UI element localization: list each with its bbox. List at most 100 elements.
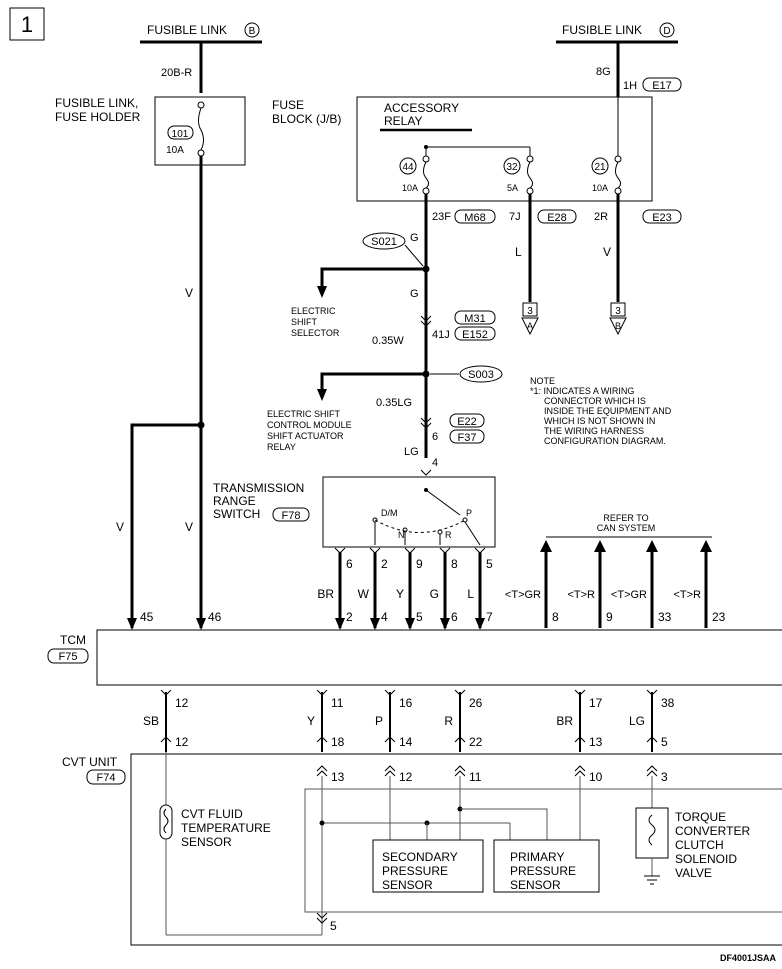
fuse-block-label-1: FUSE [272,98,304,112]
fuse-44-amp: 10A [402,183,418,193]
f75-badge [47,648,89,664]
connector-b-letter: B [615,321,621,331]
fuse-holder-label-1: FUSIBLE LINK, [55,96,138,110]
temp-sensor-label-1: CVT FLUID [181,807,243,821]
solenoid-label-3: CLUTCH [675,838,724,852]
fuse-block-label-2: BLOCK (J/B) [272,112,341,126]
cvt-color-2: Y [307,714,315,728]
connector-a-num-box [522,302,538,317]
trs-pin-top-3: 9 [416,557,423,571]
arrow-tcm-4 [370,618,380,630]
wire-l-label: L [515,245,522,259]
trs-pos-n: N [398,530,405,540]
cvt-pin-5: 13 [589,735,603,749]
wire-6-label: 6 [432,431,438,443]
connector-b-num-box [610,302,626,317]
wire-g-label-1: G [410,232,419,244]
fuse-44-term-bottom [422,187,430,195]
fusible-link-b-label: FUSIBLE LINK [147,23,227,37]
s003-text: S003 [468,369,494,381]
fuse-44-term-top [422,155,430,163]
can-label-1: REFER TO [603,513,648,523]
f78-text: F78 [282,510,301,522]
f37-badge [449,429,485,444]
can-pin-3: 33 [658,610,672,624]
tcm-pin-7: 7 [486,610,493,624]
note-line-1: *1: INDICATES A WIRING [530,386,634,396]
can-color-1: <T>GR [505,589,541,601]
relay-label-1: ACCESSORY [384,101,459,115]
trs-color-5: L [467,587,474,601]
secondary-label-1: SECONDARY [382,850,458,864]
can-pin-2: 9 [606,610,613,624]
wire-7j-label: 7J [509,211,521,223]
cvt-color-3: P [375,714,383,728]
fusible-link-b-letter: B [249,26,256,37]
e28-badge [537,209,577,224]
cvt-color-5: BR [556,714,573,728]
fuse-32-circle [503,157,521,175]
e23-text: E23 [652,212,672,224]
can-pin-4: 23 [712,610,726,624]
cvt-tcm-pin-5: 17 [589,696,603,710]
cvt-tcm-pin-2: 11 [331,696,344,710]
fuse-holder-label-2: FUSE HOLDER [55,110,141,124]
trs-box [322,476,496,548]
connector-b-num: 3 [615,306,621,317]
wire-2r-label: 2R [594,211,608,223]
cvt-color-1: SB [143,714,159,728]
tcm-pin-4: 4 [381,610,388,624]
tcm-label: TCM [60,633,86,647]
s021-leader [404,244,424,267]
fuse-101-element [198,107,204,151]
wire-v-branch [130,423,201,628]
primary-label-2: PRESSURE [510,864,576,878]
inner-connector-marks [316,765,658,777]
connector-e22-mark [420,417,432,429]
fuse-101-terminal-top [197,101,205,109]
relay-label-2: RELAY [384,114,422,128]
arrow-tcm-5 [405,618,415,630]
fuse-21-circle [591,157,609,175]
cvt-tcm-pin-6: 38 [661,696,675,710]
can-color-2: <T>R [567,589,595,601]
s021-text: S021 [371,236,397,248]
trs-pin-top-2: 2 [381,557,388,571]
cvt-bottom-pin: 5 [330,919,337,933]
cvt-inner-pin-5: 10 [589,770,603,784]
cvt-tcm-pin-1: 12 [175,696,189,710]
shift-selector-label-1: ELECTRIC [291,306,336,316]
solenoid-label-2: CONVERTER [675,824,750,838]
sensor-bus-dot-1 [319,820,325,826]
note-line-2: CONNECTOR WHICH IS [544,396,646,406]
cvt-inner-pin-4: 11 [469,770,482,784]
connector-a-num: 3 [527,306,533,317]
cvt-pin-3: 14 [399,735,413,749]
tcm-pin46: 46 [208,610,222,624]
arrow-pin46 [196,618,206,630]
solenoid-label-5: VALVE [675,866,712,880]
e22-text: E22 [457,416,477,428]
cvt-inner-pin-2: 13 [331,770,345,784]
wire-lg-label: LG [404,446,419,458]
fuse-44-element [423,161,429,189]
can-label-2: CAN SYSTEM [597,523,656,533]
fuse-101-num: 101 [172,129,189,140]
fuse-101-terminal-bottom [197,149,205,157]
cvt-harness [160,689,658,752]
can-color-3: <T>GR [611,589,647,601]
f74-badge [86,769,126,785]
shift-selector-label-3: SELECTOR [291,328,340,338]
trs-pos-dm: D/M [381,508,398,518]
can-arrow-2 [594,540,606,552]
e22-badge [449,413,485,428]
tcm-out-marks [160,689,658,696]
e23-badge [642,209,682,224]
trs-pin-top-4: 8 [451,557,458,571]
e17-text: E17 [652,80,672,92]
arrow-pin45 [127,618,137,630]
trs-color-3: Y [396,587,404,601]
m68-text: M68 [464,212,485,224]
fusible-link-d-label: FUSIBLE LINK [562,23,642,37]
trs-contact-r [437,529,443,535]
